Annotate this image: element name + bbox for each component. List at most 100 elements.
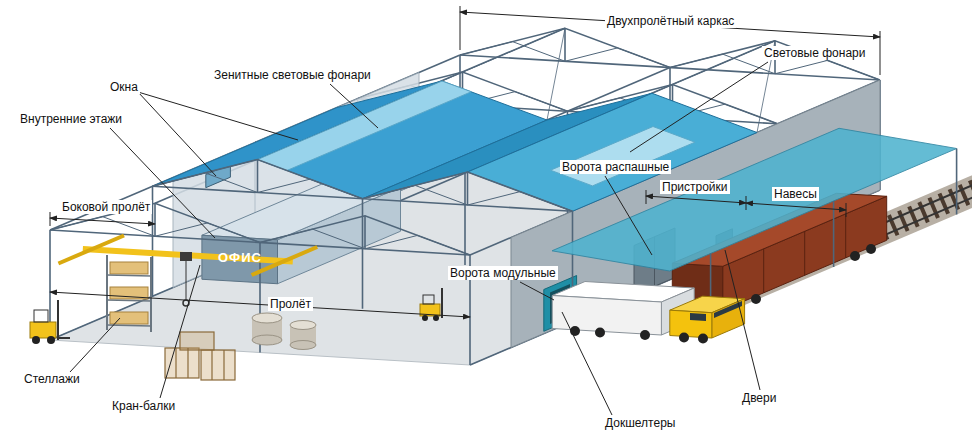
wall-sign: ОФИС — [216, 251, 264, 265]
wheel — [640, 330, 650, 340]
wheel — [32, 336, 40, 344]
truck — [552, 282, 744, 344]
forklift-cage — [423, 295, 434, 304]
crate — [180, 332, 214, 350]
callout-label: Кран-балки — [110, 399, 177, 413]
leader-lines — [70, 62, 768, 415]
extension-line — [50, 212, 51, 226]
extension-line — [746, 196, 747, 210]
purlin — [652, 41, 775, 94]
pallet-box — [110, 262, 148, 274]
wheel — [866, 244, 876, 254]
railcar-rib — [804, 231, 805, 275]
leader-line — [330, 84, 378, 128]
dimension-label: Пролёт — [268, 297, 313, 311]
forklift — [420, 288, 442, 321]
leader-line — [725, 250, 760, 390]
leader-line — [70, 318, 120, 372]
dimension-label: Боковой пролёт — [60, 200, 152, 214]
dimension-line — [50, 218, 155, 224]
rack-shelf — [107, 300, 151, 301]
roll-top — [252, 313, 282, 323]
dimension-line — [746, 203, 846, 210]
leader-line — [520, 282, 554, 300]
windshield — [714, 301, 742, 318]
roll-top — [290, 321, 316, 330]
crate — [201, 350, 235, 380]
crate-slat — [223, 350, 224, 380]
dimension-lines — [50, 6, 880, 317]
rolls — [252, 313, 316, 350]
dimension-label: Двухпролётный каркас — [605, 14, 736, 28]
crane-beam — [58, 236, 317, 307]
rack-shelf — [107, 275, 151, 276]
wheel — [850, 251, 860, 261]
forklift-mast — [441, 288, 443, 318]
callout-label: Докшелтеры — [603, 416, 677, 430]
extension-line — [460, 6, 461, 50]
ridge-skylight — [258, 81, 472, 171]
leader-line — [138, 92, 216, 176]
wheel — [751, 294, 761, 304]
extension-line — [846, 203, 847, 217]
canopy-post — [956, 149, 958, 215]
leader-line — [110, 128, 215, 238]
callout-label: Внутренние этажи — [18, 112, 124, 126]
crate-slat — [175, 348, 176, 378]
cab-side — [670, 310, 712, 338]
dimension-label: Пристройки — [660, 180, 730, 194]
crate-slat — [187, 348, 188, 378]
roll-bottom — [252, 335, 282, 345]
roll-bottom — [290, 341, 316, 350]
callout-label: Ворота распашные — [560, 160, 671, 174]
extension-line — [880, 31, 881, 75]
railcar-rib — [763, 249, 764, 293]
forklift-mast — [57, 300, 59, 340]
railcar-rib — [845, 214, 846, 258]
racks — [107, 255, 151, 332]
skylight — [551, 127, 696, 186]
leader-line — [605, 176, 652, 255]
canopy-post — [833, 201, 835, 267]
cab-window — [690, 313, 706, 321]
dimension-line — [646, 196, 746, 203]
crane-carriage — [58, 236, 124, 264]
hoist — [180, 252, 192, 261]
steel-frame — [50, 203, 470, 365]
forklift-cage — [34, 310, 48, 322]
cab-front — [712, 299, 745, 338]
hoist-cable — [186, 261, 187, 300]
extension-line — [646, 190, 647, 204]
wheel — [422, 315, 428, 321]
wheel — [47, 336, 55, 344]
wheel — [595, 328, 605, 338]
callout-label: Зенитные световые фонари — [212, 68, 373, 82]
callout-label: Двери — [740, 391, 778, 405]
leader-line — [138, 92, 298, 140]
wheel — [698, 334, 708, 344]
trailer-side — [552, 296, 661, 336]
brace — [547, 28, 565, 120]
leader-line — [630, 62, 768, 152]
canopy-roof — [552, 128, 957, 271]
dimension-label: Навесы — [772, 187, 819, 201]
leader-line — [562, 312, 612, 415]
crates — [165, 332, 235, 380]
dimension-line — [460, 12, 880, 37]
forklift — [30, 300, 70, 344]
rack-post — [106, 255, 108, 330]
callout-label: Световые фонари — [762, 46, 867, 60]
callout-label: Ворота модульные — [448, 266, 558, 280]
forklift-body — [30, 322, 56, 338]
rack-post — [150, 257, 152, 332]
wheel — [679, 333, 689, 343]
dimension-line — [50, 292, 470, 317]
leader-line — [160, 265, 200, 398]
callout-label: Окна — [108, 80, 140, 94]
crate-slat — [211, 350, 212, 380]
forklift-fork — [58, 337, 70, 339]
wheel — [433, 315, 439, 321]
callout-label: Стеллажи — [22, 372, 82, 386]
